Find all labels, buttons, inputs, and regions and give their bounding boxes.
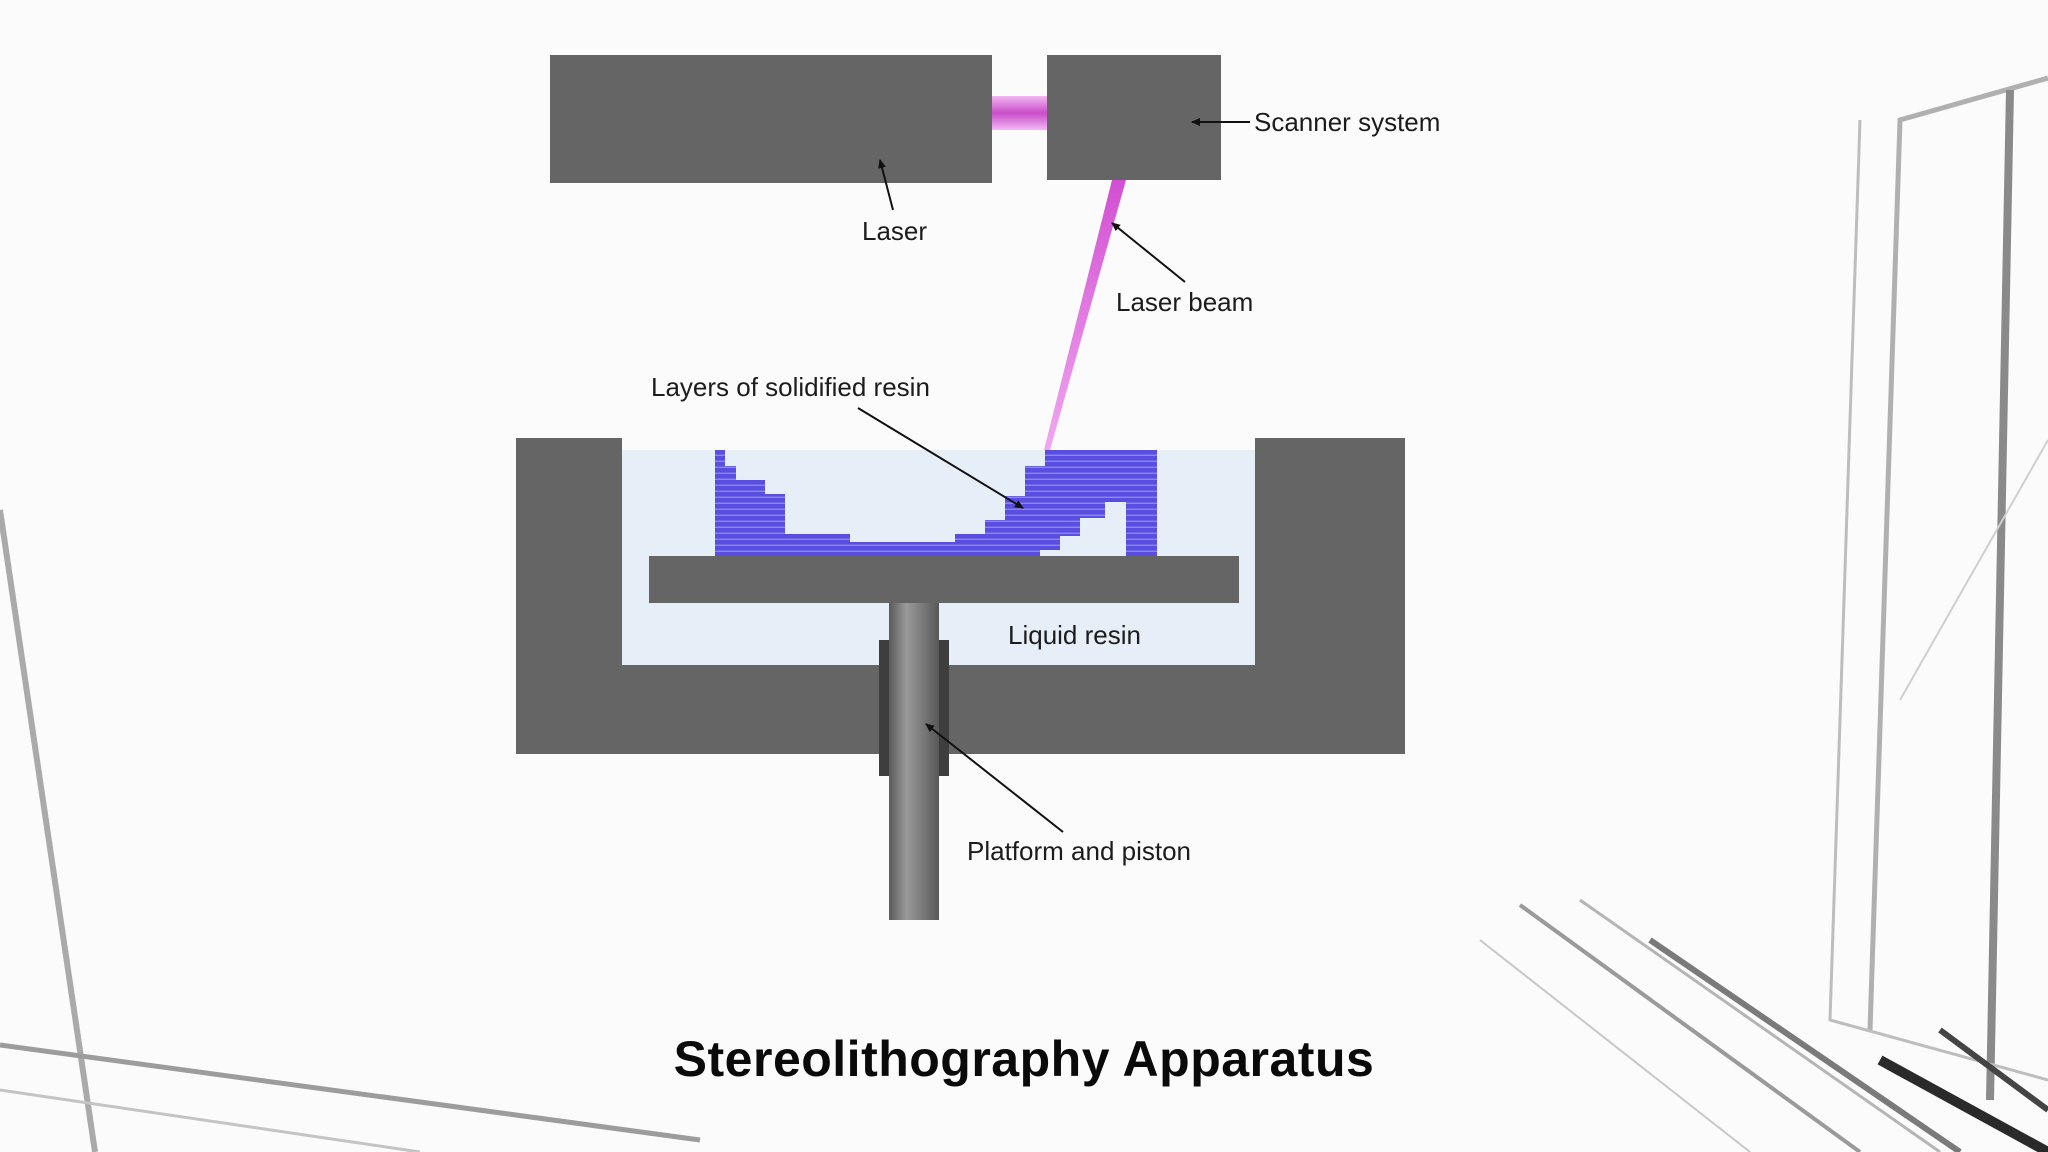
piston-sleeve-right xyxy=(939,640,949,776)
slide-caption: Stereolithography Apparatus xyxy=(673,1031,1375,1087)
piston-rod xyxy=(889,603,939,920)
laser-leader-line xyxy=(878,159,894,211)
solidified-resin-layers xyxy=(715,450,1157,556)
laser-beam-leader-line xyxy=(1111,222,1186,283)
background-decoration xyxy=(0,75,2048,1152)
label-solidified-resin: Layers of solidified resin xyxy=(651,372,930,402)
build-platform xyxy=(649,556,1239,603)
laser-beam xyxy=(1044,180,1126,450)
label-laser: Laser xyxy=(862,216,927,246)
laser-housing xyxy=(550,55,992,183)
layers-leader-line xyxy=(857,407,1024,509)
vat-bottom xyxy=(516,665,1405,754)
piston-sleeve-left xyxy=(879,640,889,776)
label-liquid-resin: Liquid resin xyxy=(1008,620,1141,650)
platform-leader-line xyxy=(925,723,1064,833)
label-laser-beam: Laser beam xyxy=(1116,287,1253,317)
label-platform-and-piston: Platform and piston xyxy=(967,836,1191,866)
scanner-housing xyxy=(1047,55,1221,180)
laser-connector-beam xyxy=(992,96,1047,130)
label-scanner-system: Scanner system xyxy=(1254,107,1440,137)
